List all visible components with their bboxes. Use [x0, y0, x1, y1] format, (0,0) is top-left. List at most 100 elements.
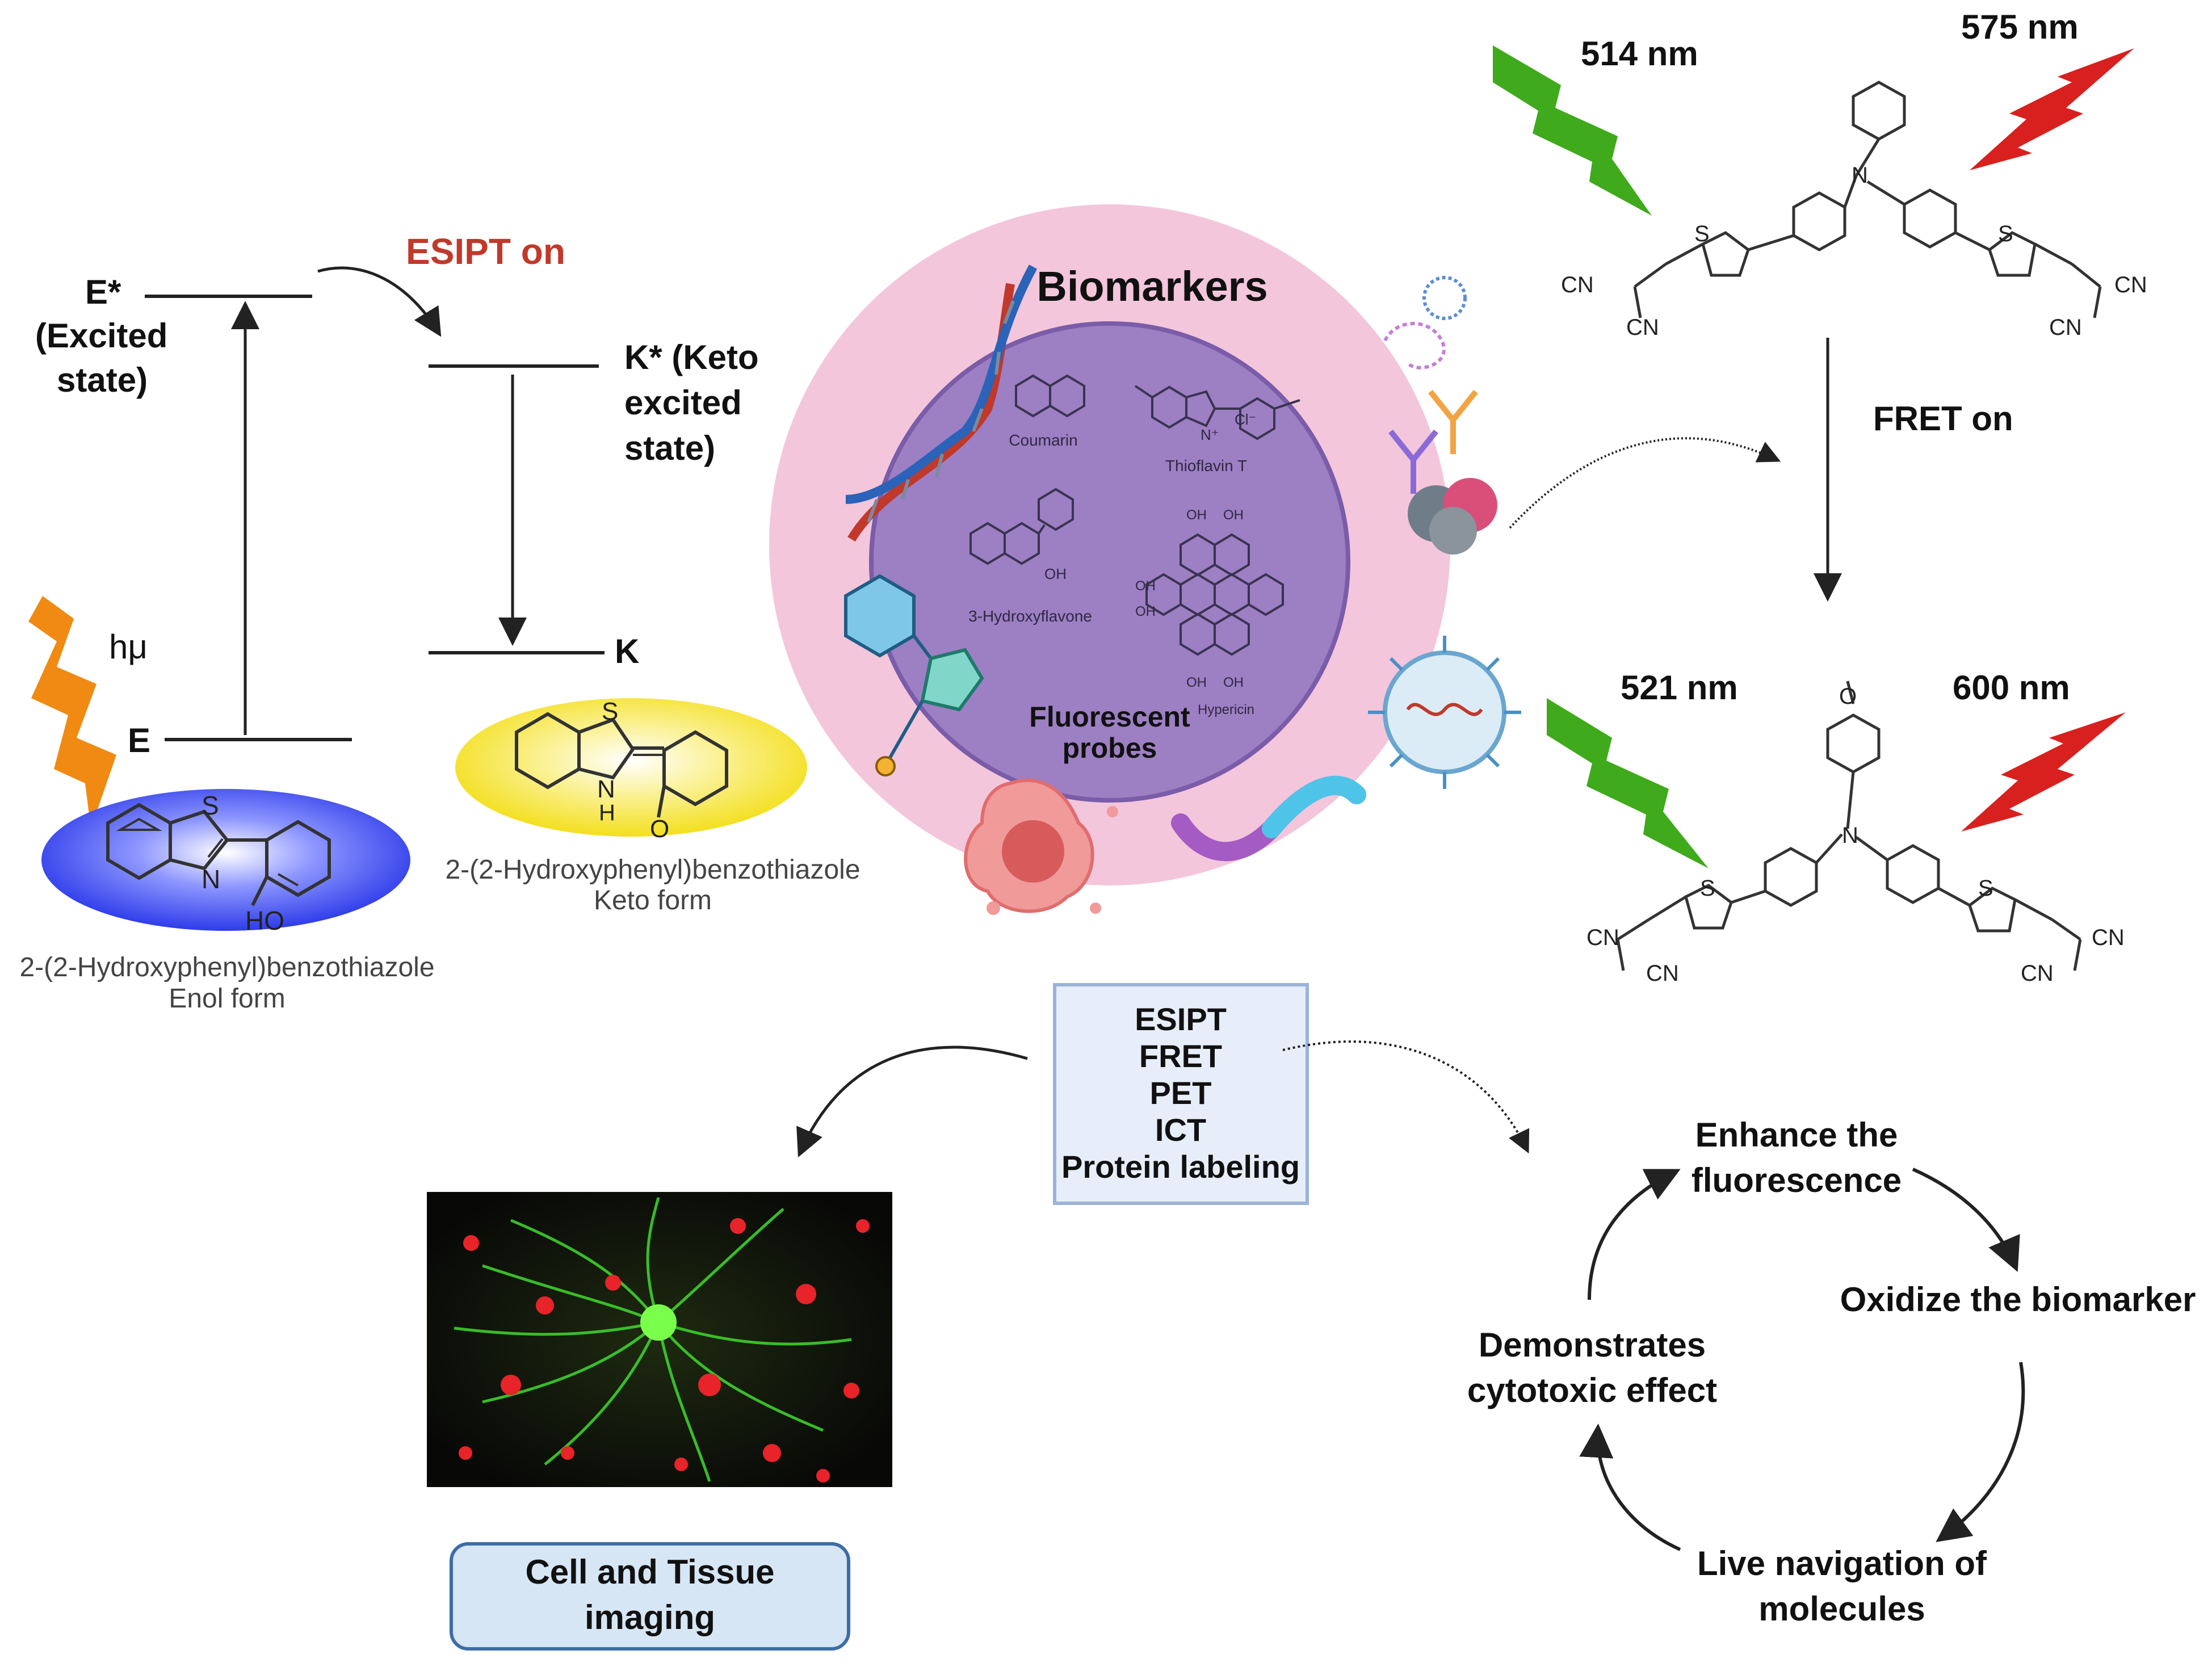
top-red-bolt-icon [1970, 48, 2134, 170]
cycle-step1-line2: fluorescence [1691, 1161, 1902, 1199]
coumarin-label: Coumarin [1009, 431, 1077, 449]
enol-ellipse [41, 789, 410, 931]
dna-helix-icon [845, 264, 1038, 542]
enol-form-molecule: S N HO [41, 789, 410, 935]
cycle-arrow-4 [1588, 1169, 1681, 1300]
mechanisms-to-imaging-arrow [796, 1045, 1028, 1158]
keto-atom-h: H [599, 800, 615, 825]
mechanisms-to-cycle-arrow [1282, 1040, 1530, 1154]
thioflavin-n-plus: N⁺ [1201, 426, 1219, 443]
enol-caption-line1: 2-(2-Hydroxyphenyl)benzothiazole [19, 952, 434, 982]
top-n-atom: N [1852, 163, 1868, 188]
thioflavin-structure [1134, 385, 1300, 440]
hydroxyflavone-label: 3-Hydroxyflavone [968, 607, 1092, 625]
bottom-green-bolt-icon [1547, 698, 1709, 868]
enol-atom-s: S [202, 791, 219, 820]
bottom-red-bolt-icon [1961, 712, 2126, 832]
keto-atom-n: N [597, 775, 615, 803]
imaging-label-box: Cell and Tissue imaging [450, 1542, 850, 1651]
thioflavin-cl: Cl⁻ [1235, 411, 1256, 428]
protein-antibody-icon [1383, 276, 1497, 555]
virus-icon [1368, 636, 1521, 789]
bottom-excitation-label: 521 nm [1621, 669, 1738, 707]
cycle-arrow-2 [1936, 1362, 2025, 1543]
hypericin-oh-5: OH [1186, 675, 1207, 690]
keto-caption-line1: 2-(2-Hydroxyphenyl)benzothiazole [445, 855, 860, 885]
excited-state-symbol: E* [85, 273, 121, 311]
keto-caption-line2: Keto form [594, 885, 712, 916]
fluorescent-probes-line1: Fluorescent [1029, 701, 1190, 733]
fret-on-label: FRET on [1873, 400, 2013, 438]
coumarin-structure [1015, 374, 1085, 418]
keto-excited-label-line3: state) [624, 429, 715, 467]
hypericin-oh-6: OH [1223, 675, 1244, 690]
bottom-cn-right-2: CN [2021, 961, 2054, 986]
excitation-bolt-icon [28, 596, 116, 829]
bottom-emission-label: 600 nm [1953, 669, 2070, 707]
esipt-energy-diagram: ESIPT on E* (Excited state) K* (Keto exc… [28, 231, 759, 829]
top-emission-label: 575 nm [1961, 8, 2079, 46]
mechanism-item-ict: ICT [1155, 1112, 1206, 1148]
cycle-step1-line1: Enhance the [1695, 1116, 1898, 1154]
mechanism-item-pet: PET [1150, 1075, 1212, 1111]
top-s-atom-right: S [1998, 221, 2013, 246]
esipt-transfer-arrow [317, 266, 442, 337]
enol-caption-line2: Enol form [169, 984, 285, 1014]
hypericin-oh-4: OH [1135, 604, 1156, 619]
top-excitation-label: 514 nm [1581, 35, 1698, 73]
bottom-s-atom-right: S [1978, 876, 1993, 901]
excited-state-label-line2: state) [57, 361, 148, 399]
keto-atom-s: S [602, 698, 618, 725]
esipt-on-label: ESIPT on [406, 231, 565, 272]
enol-atom-ho: HO [245, 906, 284, 935]
imaging-box-frame [450, 1542, 850, 1651]
hypericin-oh-3: OH [1135, 578, 1156, 594]
keto-ellipse [455, 698, 807, 837]
cycle-step3-line2: molecules [1758, 1590, 1925, 1628]
cytotoxic-cycle: Enhance the fluorescence Oxidize the bio… [1467, 1116, 2196, 1628]
bottom-triphenylamine-molecule [1616, 681, 2082, 971]
bottom-o-atom: O [1839, 684, 1857, 709]
bottom-s-atom-left: S [1700, 876, 1715, 901]
mechanisms-box-frame [1053, 983, 1309, 1205]
mechanisms-box: ESIPT FRET PET ICT Protein labeling [1053, 983, 1309, 1205]
hypericin-oh-1: OH [1186, 507, 1207, 523]
top-green-bolt-icon [1493, 45, 1652, 216]
imaging-label-line2: imaging [585, 1598, 715, 1636]
top-s-atom-left: S [1694, 221, 1710, 246]
fluorescent-probes-inner-circle [869, 321, 1350, 803]
hydroxyflavone-oh: OH [1044, 565, 1067, 582]
neuron-fluorescence-image [427, 1192, 892, 1487]
cycle-step2: Oxidize the biomarker [1840, 1280, 2196, 1319]
enol-atom-n: N [202, 864, 220, 894]
top-cn-left-2: CN [1626, 315, 1659, 340]
top-cn-right-2: CN [2049, 315, 2082, 340]
bottom-n-atom: N [1842, 823, 1858, 848]
excitation-label: hμ [109, 628, 148, 666]
excited-state-label-line1: (Excited [35, 317, 167, 355]
top-triphenylamine-molecule [1633, 81, 2102, 318]
hydroxyflavone-structure [969, 488, 1074, 565]
mechanism-item-esipt: ESIPT [1135, 1001, 1227, 1037]
keto-atom-o: O [650, 815, 669, 843]
cycle-step4-line2: cytotoxic effect [1467, 1371, 1717, 1409]
keto-excited-label-line2: excited [624, 384, 742, 422]
hypericin-label: Hypericin [1198, 702, 1254, 717]
cycle-arrow-1 [1912, 1168, 2020, 1273]
biomarker-to-fret-arrow [1509, 437, 1781, 529]
bottom-cn-left-2: CN [1646, 961, 1679, 986]
tumor-cell-icon [964, 778, 1118, 915]
keto-excited-label-line1: K* (Keto [624, 338, 759, 376]
imaging-label-line1: Cell and Tissue [525, 1553, 774, 1591]
biomarkers-title: Biomarkers [1036, 263, 1267, 310]
hypericin-oh-2: OH [1223, 507, 1244, 523]
mechanism-item-protein-labeling: Protein labeling [1061, 1149, 1300, 1185]
hypericin-structure [1145, 533, 1284, 656]
cycle-step4-line1: Demonstrates [1479, 1326, 1706, 1364]
fret-panel: 514 nm 575 nm N S S CN CN CN CN [1493, 8, 2147, 986]
biomarkers-circle: Biomarkers Fluorescent probes Coumarin [769, 204, 1521, 915]
keto-ground-label: K [615, 632, 639, 670]
cycle-step3-line1: Live navigation of [1697, 1544, 1987, 1582]
bottom-cn-left-1: CN [1586, 925, 1619, 950]
